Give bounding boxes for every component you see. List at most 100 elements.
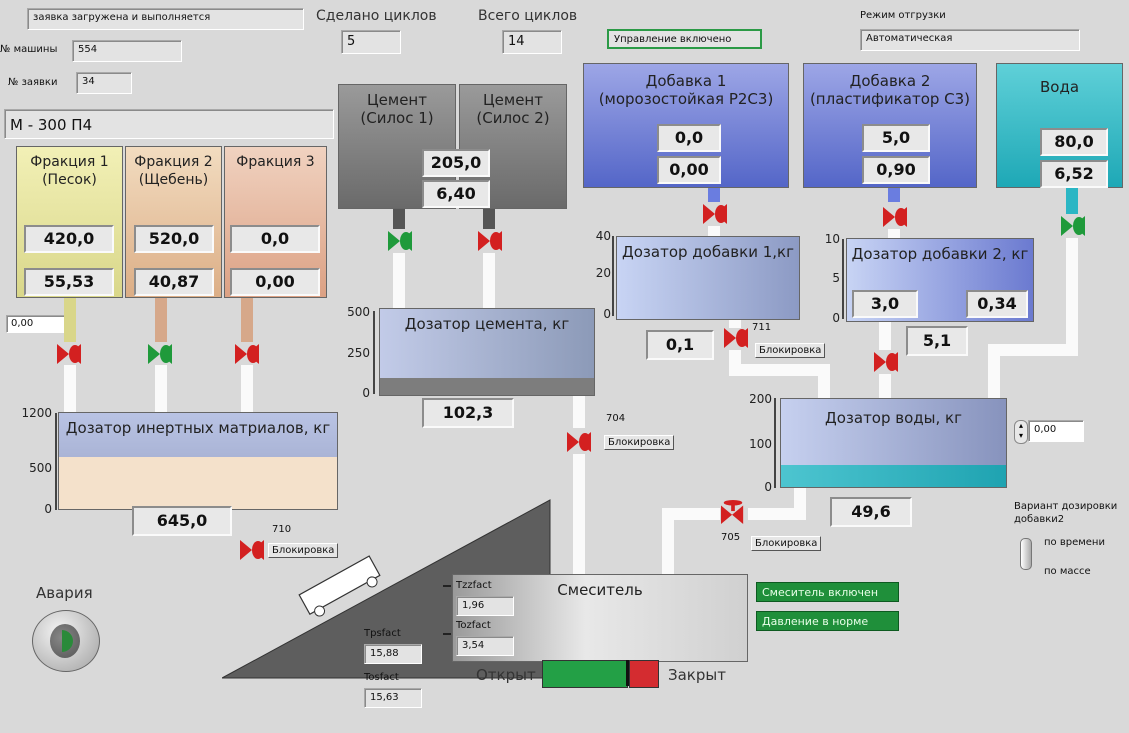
- alarm-button[interactable]: [32, 610, 100, 672]
- cycles-total-label: Всего циклов: [478, 8, 578, 24]
- additive1-set: 0,0: [657, 124, 721, 152]
- request-field: 34: [76, 72, 132, 94]
- mixer-on-status: Смеситель включен: [756, 582, 899, 602]
- tps-field: 15,88: [364, 644, 422, 664]
- valve-710-label: 710: [272, 524, 292, 535]
- water-doser-title: Дозатор воды, кг: [825, 409, 962, 427]
- fraction2-actual: 40,87: [134, 268, 214, 296]
- request-status-field: заявка загружена и выполняется: [27, 8, 304, 30]
- fraction2-set: 520,0: [134, 225, 214, 253]
- water-title: Вода: [1039, 78, 1080, 96]
- cement-silo2-title: Цемент (Силос 2): [476, 91, 550, 127]
- tos-label: Tosfact: [364, 672, 399, 683]
- additive1-title: Добавка 1 (морозостойкая Р2С3): [598, 72, 774, 108]
- cement-discharge-valve-icon[interactable]: [563, 430, 597, 454]
- cement-actual: 6,40: [422, 180, 490, 208]
- concrete-grade-field: М - 300 П4: [4, 109, 334, 139]
- water-block-button[interactable]: Блокировка: [751, 536, 822, 551]
- add1-doser-title: Дозатор добавки 1,кг: [622, 243, 794, 261]
- cement-scale-tick-mid: 250: [347, 346, 370, 360]
- water-doser-value: 49,6: [830, 497, 912, 527]
- cycles-done-field: 5: [341, 30, 401, 54]
- inert-doser-value: 645,0: [132, 506, 232, 536]
- add2-discharge-valve-icon[interactable]: [870, 350, 904, 374]
- tps-label: Tpsfact: [364, 628, 401, 639]
- shipment-mode-label: Режим отгрузки: [860, 10, 946, 21]
- toz-field: 3,54: [456, 636, 514, 656]
- cement-doser-value: 102,3: [422, 398, 514, 428]
- gate-open-label: Открыт: [476, 666, 536, 684]
- water-actual: 6,52: [1040, 160, 1108, 188]
- machine-label: № машины: [0, 44, 58, 55]
- fraction1-set: 420,0: [24, 225, 114, 253]
- pressure-status: Давление в норме: [756, 611, 899, 631]
- add2-scale-tick-mid: 5: [832, 271, 840, 285]
- fraction2-valve-icon[interactable]: [144, 342, 178, 366]
- cement-scale-tick-top: 500: [347, 305, 370, 319]
- fraction3-title: Фракция 3: [236, 154, 315, 170]
- cycles-total-field: 14: [502, 30, 562, 54]
- gate-closed-label: Закрыт: [668, 666, 726, 684]
- cycles-done-label: Сделано циклов: [316, 8, 437, 24]
- inert-correction-input[interactable]: 0,00: [6, 315, 68, 333]
- gate-open-indicator: [542, 660, 628, 688]
- fraction1-valve-icon[interactable]: [53, 342, 87, 366]
- dosing-variant-label: Вариант дозировки добавки2: [1014, 501, 1118, 525]
- inert-discharge-valve-icon[interactable]: [236, 538, 270, 562]
- dosing-variant-toggle[interactable]: [1020, 538, 1032, 570]
- control-status-field: Управление включено: [607, 29, 762, 49]
- shipment-mode-field: Автоматическая: [860, 29, 1080, 51]
- water-scale-tick-top: 200: [749, 392, 772, 406]
- dosing-opt-time[interactable]: по времени: [1044, 537, 1105, 548]
- water-correction-input[interactable]: 0,00: [1028, 420, 1084, 442]
- add1-scale-tick-mid: 20: [595, 266, 611, 280]
- skip-cart-icon: [298, 555, 381, 617]
- water-discharge-valve-icon[interactable]: [716, 500, 750, 524]
- water-set: 80,0: [1040, 128, 1108, 156]
- add2-doser-actual: 0,34: [966, 290, 1028, 318]
- inert-doser-tank: Дозатор инертных матриалов, кг: [58, 412, 338, 510]
- additive2-title: Добавка 2 (пластификатор С3): [809, 72, 971, 108]
- tzz-field: 1,96: [456, 596, 514, 616]
- inert-doser-title: Дозатор инертных матриалов, кг: [65, 419, 331, 437]
- dosing-opt-mass[interactable]: по массе: [1044, 566, 1091, 577]
- add2-scale-tick-bottom: 0: [832, 311, 840, 325]
- add2-scale-tick-top: 10: [824, 232, 840, 246]
- valve-711-label: 711: [752, 322, 772, 333]
- fraction2-title: Фракция 2 (Щебень): [134, 154, 213, 188]
- cement-silo2-valve-icon[interactable]: [474, 229, 508, 253]
- additive2-actual: 0,90: [862, 156, 930, 184]
- inert-scale-tick-bottom: 0: [44, 502, 52, 516]
- cement-doser-level: [380, 378, 594, 395]
- add2-doser-set: 3,0: [852, 290, 918, 318]
- alarm-label: Авария: [36, 584, 93, 602]
- add2-doser-title: Дозатор добавки 2, кг: [851, 245, 1029, 263]
- add1-block-button[interactable]: Блокировка: [755, 343, 826, 358]
- mixer-title: Смеситель: [557, 581, 643, 599]
- gate-closed-indicator: [629, 660, 659, 688]
- additive2-valve-icon[interactable]: [879, 205, 913, 229]
- valve-705-label: 705: [721, 532, 741, 543]
- water-valve-icon[interactable]: [1057, 214, 1091, 238]
- water-correction-spinner[interactable]: ▴▾: [1014, 420, 1028, 444]
- valve-704-label: 704: [606, 413, 626, 424]
- inert-doser-level: [59, 413, 337, 457]
- additive2-set: 5,0: [862, 124, 930, 152]
- tos-field: 15,63: [364, 688, 422, 708]
- inert-scale-tick-top: 1200: [21, 406, 52, 420]
- add1-doser-tank: Дозатор добавки 1,кг: [616, 236, 800, 320]
- inert-scale-tick-mid: 500: [29, 461, 52, 475]
- fraction3-actual: 0,00: [230, 268, 320, 296]
- machine-field: 554: [72, 40, 182, 62]
- alarm-indicator-icon: [50, 624, 80, 658]
- water-scale-tick-bottom: 0: [764, 480, 772, 494]
- fraction3-valve-icon[interactable]: [231, 342, 265, 366]
- toz-label: Tozfact: [456, 620, 491, 631]
- additive1-valve-icon[interactable]: [699, 202, 733, 226]
- cement-block-button[interactable]: Блокировка: [604, 435, 675, 450]
- fraction1-title: Фракция 1 (Песок): [30, 154, 109, 188]
- inert-block-button[interactable]: Блокировка: [268, 543, 339, 558]
- cement-silo1-valve-icon[interactable]: [384, 229, 418, 253]
- add1-scale-tick-bottom: 0: [603, 307, 611, 321]
- add1-discharge-valve-icon[interactable]: [720, 326, 754, 350]
